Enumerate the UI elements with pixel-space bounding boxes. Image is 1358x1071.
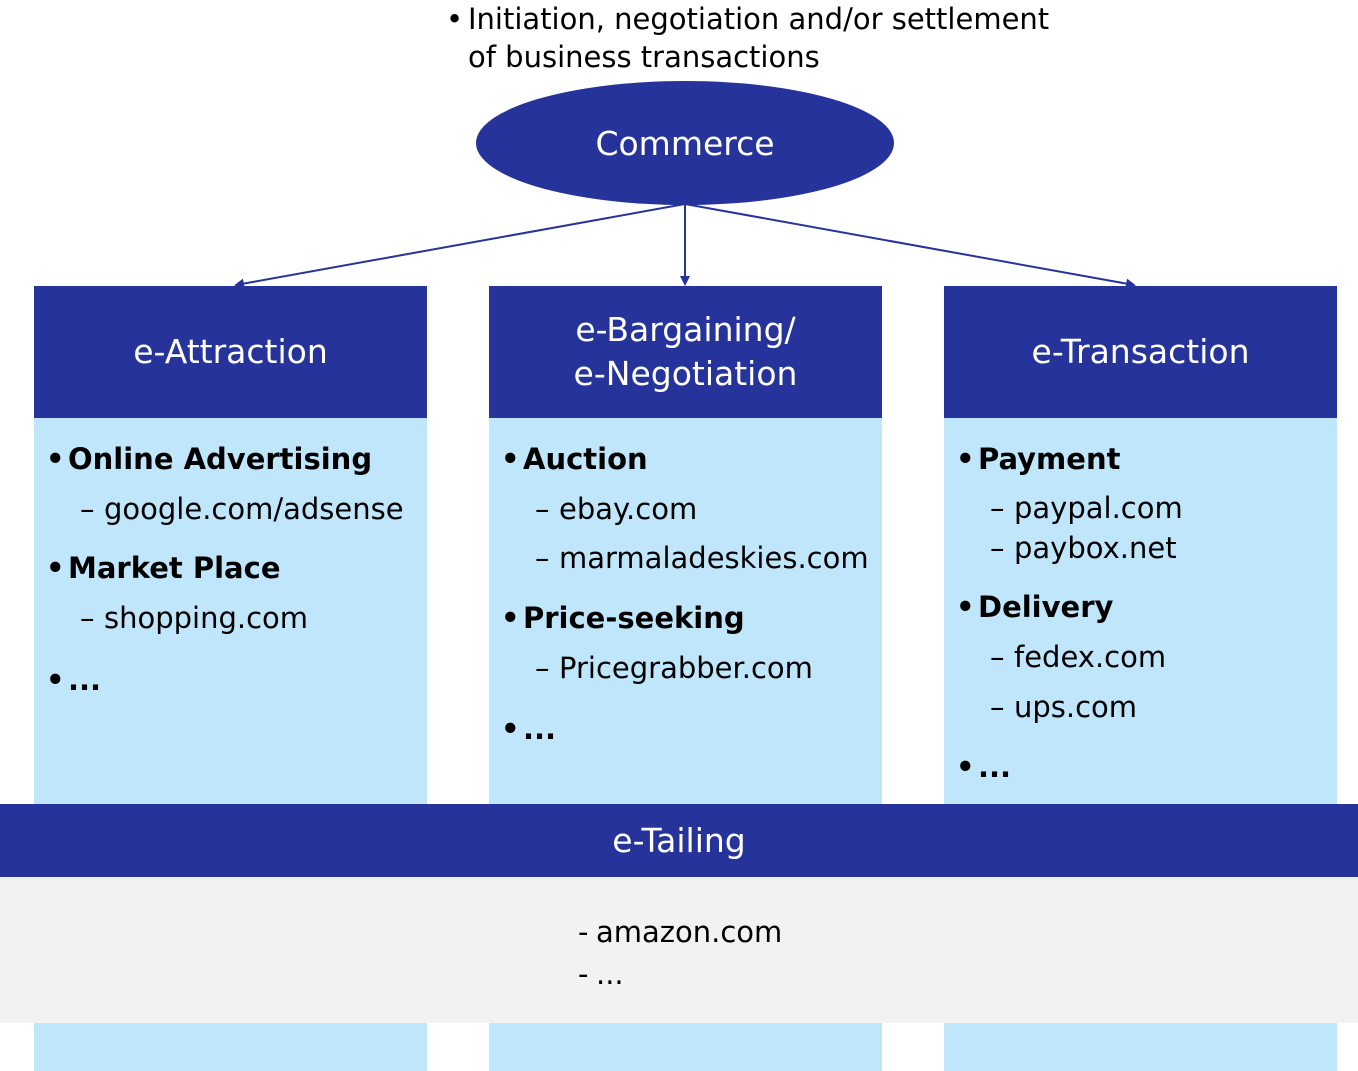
list-item: •Price-seeking: [501, 600, 745, 636]
list-item-text: Market Place: [68, 551, 281, 585]
list-item-text: ebay.com: [559, 492, 698, 526]
list-item-text: marmaladeskies.com: [559, 541, 869, 575]
list-item-text: Payment: [978, 442, 1121, 476]
arrow-to-e-attraction: [234, 203, 686, 289]
column-e-transaction-header: e-Transaction: [944, 286, 1337, 418]
bullet-glyph: •: [501, 601, 520, 635]
commerce-node: Commerce: [476, 81, 894, 205]
e-tailing-header: e-Tailing: [0, 804, 1358, 877]
column-e-bargaining-title-line-1: e-Bargaining/: [575, 310, 796, 349]
bullet-glyph: •: [956, 750, 975, 784]
dash-glyph: –: [535, 492, 550, 526]
list-item: •Market Place: [46, 550, 281, 586]
dash-glyph: –: [990, 640, 1005, 674]
list-item: –paypal.com: [990, 490, 1183, 526]
list-item: •...: [501, 711, 556, 747]
list-item: –google.com/adsense: [80, 491, 404, 527]
list-item-text: Delivery: [978, 590, 1114, 624]
definition-line-1: • Initiation, negotiation and/or settlem…: [446, 0, 1049, 38]
bullet-glyph: •: [46, 663, 65, 697]
list-item: –paybox.net: [990, 530, 1177, 566]
list-item-text: Online Advertising: [68, 442, 373, 476]
e-tailing-title: e-Tailing: [612, 821, 746, 860]
column-e-transaction-title: e-Transaction: [1031, 332, 1250, 371]
commerce-definition: • Initiation, negotiation and/or settlem…: [446, 0, 1049, 76]
dash-glyph: –: [80, 492, 95, 526]
list-item-text: Price-seeking: [523, 601, 745, 635]
bullet-glyph: •: [956, 590, 975, 624]
list-item-text: shopping.com: [104, 601, 309, 635]
list-item: •Online Advertising: [46, 441, 372, 477]
list-item-text: ...: [68, 663, 102, 697]
list-item-text: ...: [523, 712, 557, 746]
list-item: –ups.com: [990, 689, 1137, 725]
column-e-attraction-header: e-Attraction: [34, 286, 427, 418]
dash-glyph: –: [535, 541, 550, 575]
e-tailing-body: -amazon.com -...: [0, 877, 1358, 1023]
list-item-text: paybox.net: [1014, 531, 1177, 565]
list-item: –marmaladeskies.com: [535, 540, 869, 576]
dash-glyph: -: [578, 915, 589, 949]
list-item: •...: [46, 662, 101, 698]
list-item: –ebay.com: [535, 491, 697, 527]
list-item-text: google.com/adsense: [104, 492, 404, 526]
dash-glyph: –: [990, 491, 1005, 525]
connector-arrows: [234, 203, 1136, 289]
list-item-text: amazon.com: [596, 915, 783, 949]
definition-text-1: Initiation, negotiation and/or settlemen…: [468, 2, 1050, 36]
list-item: -...: [578, 956, 624, 992]
list-item-text: fedex.com: [1014, 640, 1167, 674]
list-item-text: Pricegrabber.com: [559, 651, 813, 685]
definition-line-2: of business transactions: [446, 38, 1049, 76]
list-item: •Payment: [956, 441, 1120, 477]
list-item: –fedex.com: [990, 639, 1166, 675]
column-e-attraction-title: e-Attraction: [133, 332, 328, 371]
bullet-glyph: •: [956, 442, 975, 476]
list-item: •...: [956, 749, 1011, 785]
list-item: •Delivery: [956, 589, 1113, 625]
list-item-text: ...: [596, 957, 624, 991]
bullet-glyph: •: [446, 2, 464, 36]
arrow-to-e-transaction: [684, 203, 1136, 289]
dash-glyph: -: [578, 957, 589, 991]
list-item: •Auction: [501, 441, 648, 477]
bullet-glyph: •: [501, 442, 520, 476]
list-item: –Pricegrabber.com: [535, 650, 813, 686]
bullet-glyph: •: [46, 442, 65, 476]
list-item: -amazon.com: [578, 914, 782, 950]
list-item-text: ...: [978, 750, 1012, 784]
list-item-text: ups.com: [1014, 690, 1138, 724]
column-e-bargaining-title-line-2: e-Negotiation: [573, 354, 798, 393]
column-e-bargaining-header: e-Bargaining/ e-Negotiation: [489, 286, 882, 418]
list-item-text: Auction: [523, 442, 648, 476]
list-item: –shopping.com: [80, 600, 308, 636]
list-item-text: paypal.com: [1014, 491, 1183, 525]
dash-glyph: –: [990, 690, 1005, 724]
dash-glyph: –: [535, 651, 550, 685]
bullet-glyph: •: [46, 551, 65, 585]
bullet-glyph: •: [501, 712, 520, 746]
definition-text-2: of business transactions: [468, 40, 820, 74]
commerce-label: Commerce: [595, 123, 775, 163]
dash-glyph: –: [990, 531, 1005, 565]
dash-glyph: –: [80, 601, 95, 635]
